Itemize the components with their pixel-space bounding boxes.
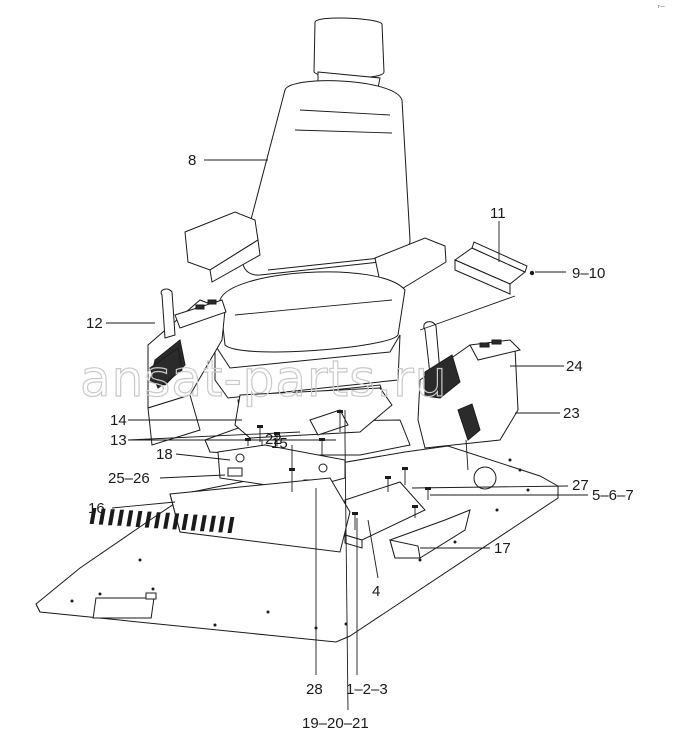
callout-17: 17 <box>494 540 511 557</box>
callout-8: 8 <box>188 152 196 169</box>
grille-slot <box>181 514 189 530</box>
grille-slot <box>117 509 125 526</box>
grille-slot <box>227 517 235 533</box>
grille-slot <box>218 516 226 533</box>
grille-slot <box>89 508 97 524</box>
bracket-part-11 <box>453 241 535 295</box>
callout-19-20-21: 19–20–21 <box>302 715 369 732</box>
callout-labels: 8 11 9–10 12 24 23 14 13 22 18 25–26 15 … <box>86 152 634 732</box>
callout-4: 4 <box>372 583 380 600</box>
leader-lines <box>106 159 588 711</box>
grille-slot <box>126 510 134 527</box>
plate-holes <box>70 458 530 630</box>
grille-slot <box>172 513 180 530</box>
callout-22: 22 <box>265 431 282 448</box>
operator-seat <box>184 17 447 416</box>
callout-25-26: 25–26 <box>108 470 150 487</box>
callout-27: 27 <box>572 477 589 494</box>
cushion-part-17 <box>389 509 471 559</box>
callout-11: 11 <box>490 205 506 222</box>
callout-23: 23 <box>563 405 580 422</box>
grille-slot <box>199 515 207 532</box>
grille-slot <box>98 508 106 525</box>
callout-15: 15 <box>271 435 288 452</box>
grille-slot <box>135 511 143 527</box>
grille-slot <box>144 511 152 528</box>
watermark: ansat-parts.ru <box>80 350 447 408</box>
callout-1-2-3: 1–2–3 <box>346 681 388 698</box>
grille-slot <box>190 514 198 531</box>
callout-12: 12 <box>86 315 103 332</box>
callout-9-10: 9–10 <box>572 265 605 282</box>
grille-slot <box>153 512 161 529</box>
grille-cover-part-16 <box>89 477 351 553</box>
grille-slot <box>209 515 216 532</box>
callout-24: 24 <box>566 358 583 375</box>
callout-28: 28 <box>306 681 323 698</box>
grille-slot <box>163 512 170 529</box>
right-control-console <box>417 321 521 471</box>
callout-16: 16 <box>88 500 105 517</box>
grille-slot <box>107 509 115 526</box>
corner-mark: r— <box>658 4 665 10</box>
callout-13: 13 <box>110 432 127 449</box>
callout-5-6-7: 5–6–7 <box>592 487 634 504</box>
callout-18: 18 <box>156 446 173 463</box>
callout-14: 14 <box>110 412 127 429</box>
